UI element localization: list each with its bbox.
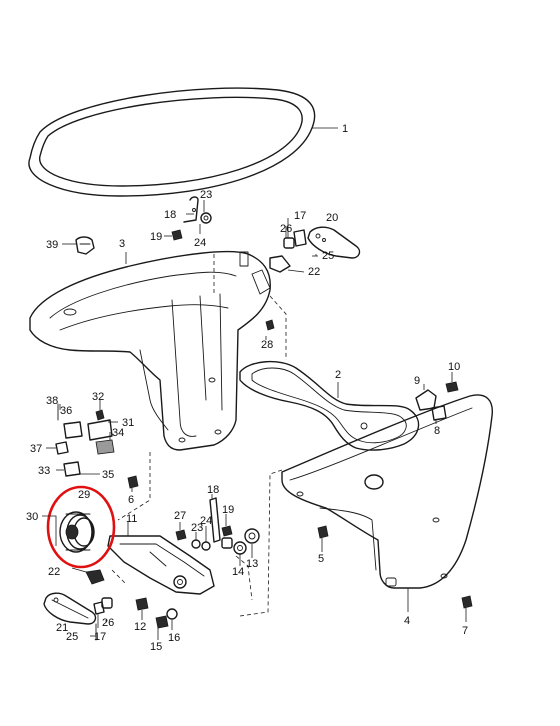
part-28-screw (265, 319, 275, 331)
part-36-bracket (63, 421, 83, 439)
callout-17-lower: 17 (94, 631, 106, 643)
callout-29: 29 (78, 489, 90, 501)
part-1-seal-ring (28, 87, 316, 197)
part-15-nut (155, 615, 169, 629)
callout-24-lower: 24 (200, 515, 212, 527)
callout-7: 7 (462, 625, 468, 637)
callout-18-lower: 18 (207, 484, 219, 496)
callout-25-lower: 25 (66, 631, 78, 643)
part-19-bolt-upper (171, 229, 183, 241)
callout-38: 38 (46, 395, 58, 407)
callout-33: 33 (38, 465, 50, 477)
callout-19-upper: 19 (150, 231, 162, 243)
part-18-link-lower (209, 497, 221, 543)
callout-32: 32 (92, 391, 104, 403)
callout-27: 27 (174, 510, 186, 522)
part-8-clip (431, 405, 447, 421)
part-17-nut-grip (93, 601, 105, 615)
callout-3: 3 (119, 238, 125, 250)
callout-39: 39 (46, 239, 58, 251)
callout-1: 1 (342, 123, 348, 135)
callout-37: 37 (30, 443, 42, 455)
callout-10: 10 (448, 361, 460, 373)
leader-lines (42, 127, 467, 640)
part-26-grommet-lower (221, 537, 233, 549)
callout-31: 31 (122, 417, 134, 429)
part-34-pad (95, 439, 115, 455)
part-31-bracket (87, 419, 113, 441)
part-22-fastener-lower (85, 569, 105, 585)
part-23-washer-lower (191, 539, 201, 549)
callout-35: 35 (102, 469, 114, 481)
part-32-screw (95, 409, 105, 421)
callout-15: 15 (150, 641, 162, 653)
callout-8: 8 (434, 425, 440, 437)
callout-22-upper: 22 (308, 266, 320, 278)
part-24-washer-lower (201, 541, 211, 551)
callout-22-lower: 22 (48, 566, 60, 578)
part-13-bushing (244, 528, 260, 544)
part-22-fastener-upper (269, 255, 291, 273)
part-14-bushing (233, 541, 247, 555)
highlight-circle-29 (46, 485, 116, 569)
part-27-bolt (175, 529, 187, 541)
part-17-nut-upper (293, 229, 307, 247)
callout-26-lower: 26 (102, 617, 114, 629)
part-10-bolt (445, 381, 459, 393)
callout-23-lower: 23 (191, 522, 203, 534)
part-26-grommet-upper (283, 237, 295, 249)
callout-6: 6 (128, 494, 134, 506)
callout-25-upper: 25 (322, 250, 334, 262)
part-12-bolt (135, 597, 149, 611)
callout-20: 20 (326, 212, 338, 224)
callout-24-upper: 24 (194, 237, 206, 249)
part-4-lower-cover (281, 394, 493, 589)
part-37-cap (55, 441, 69, 455)
callout-9: 9 (414, 375, 420, 387)
callout-17-upper: 17 (294, 210, 306, 222)
callout-19-lower: 19 (222, 504, 234, 516)
reference-lines (111, 254, 287, 617)
callout-11: 11 (126, 513, 137, 525)
callout-34: 34 (112, 427, 124, 439)
part-5-bolt (317, 525, 329, 539)
part-7-bolt (461, 595, 473, 609)
callout-16: 16 (168, 632, 180, 644)
part-20-rear-handle (307, 226, 361, 259)
callout-21: 21 (56, 622, 68, 634)
part-6-bolt (127, 475, 139, 489)
part-3-upper-cover (29, 250, 271, 451)
callout-26-upper: 26 (280, 223, 292, 235)
part-18-bracket-upper (183, 196, 199, 223)
part-29-damper (59, 511, 95, 553)
callout-labels: 1 2 3 4 5 6 7 8 9 10 11 12 13 14 15 16 1… (26, 123, 468, 653)
part-21-grip (43, 592, 97, 625)
callout-36: 36 (60, 405, 72, 417)
part-11-latch-lever (107, 535, 215, 595)
callout-2: 2 (335, 369, 341, 381)
callout-5: 5 (318, 553, 324, 565)
callout-4: 4 (404, 615, 410, 627)
callout-13: 13 (246, 558, 258, 570)
callout-12: 12 (134, 621, 146, 633)
callout-30: 30 (26, 511, 38, 523)
part-19-bolt-lower (221, 525, 233, 537)
callout-23-upper: 23 (200, 189, 212, 201)
part-2-frame-seal (239, 360, 420, 451)
callout-28: 28 (261, 339, 273, 351)
callout-18-upper: 18 (164, 209, 176, 221)
part-39-clip (75, 236, 95, 255)
part-33-clip (63, 461, 81, 477)
part-16-washer (166, 608, 178, 620)
part-9-bracket (415, 389, 437, 411)
callout-14: 14 (232, 566, 244, 578)
part-23-washer-upper (200, 212, 212, 224)
